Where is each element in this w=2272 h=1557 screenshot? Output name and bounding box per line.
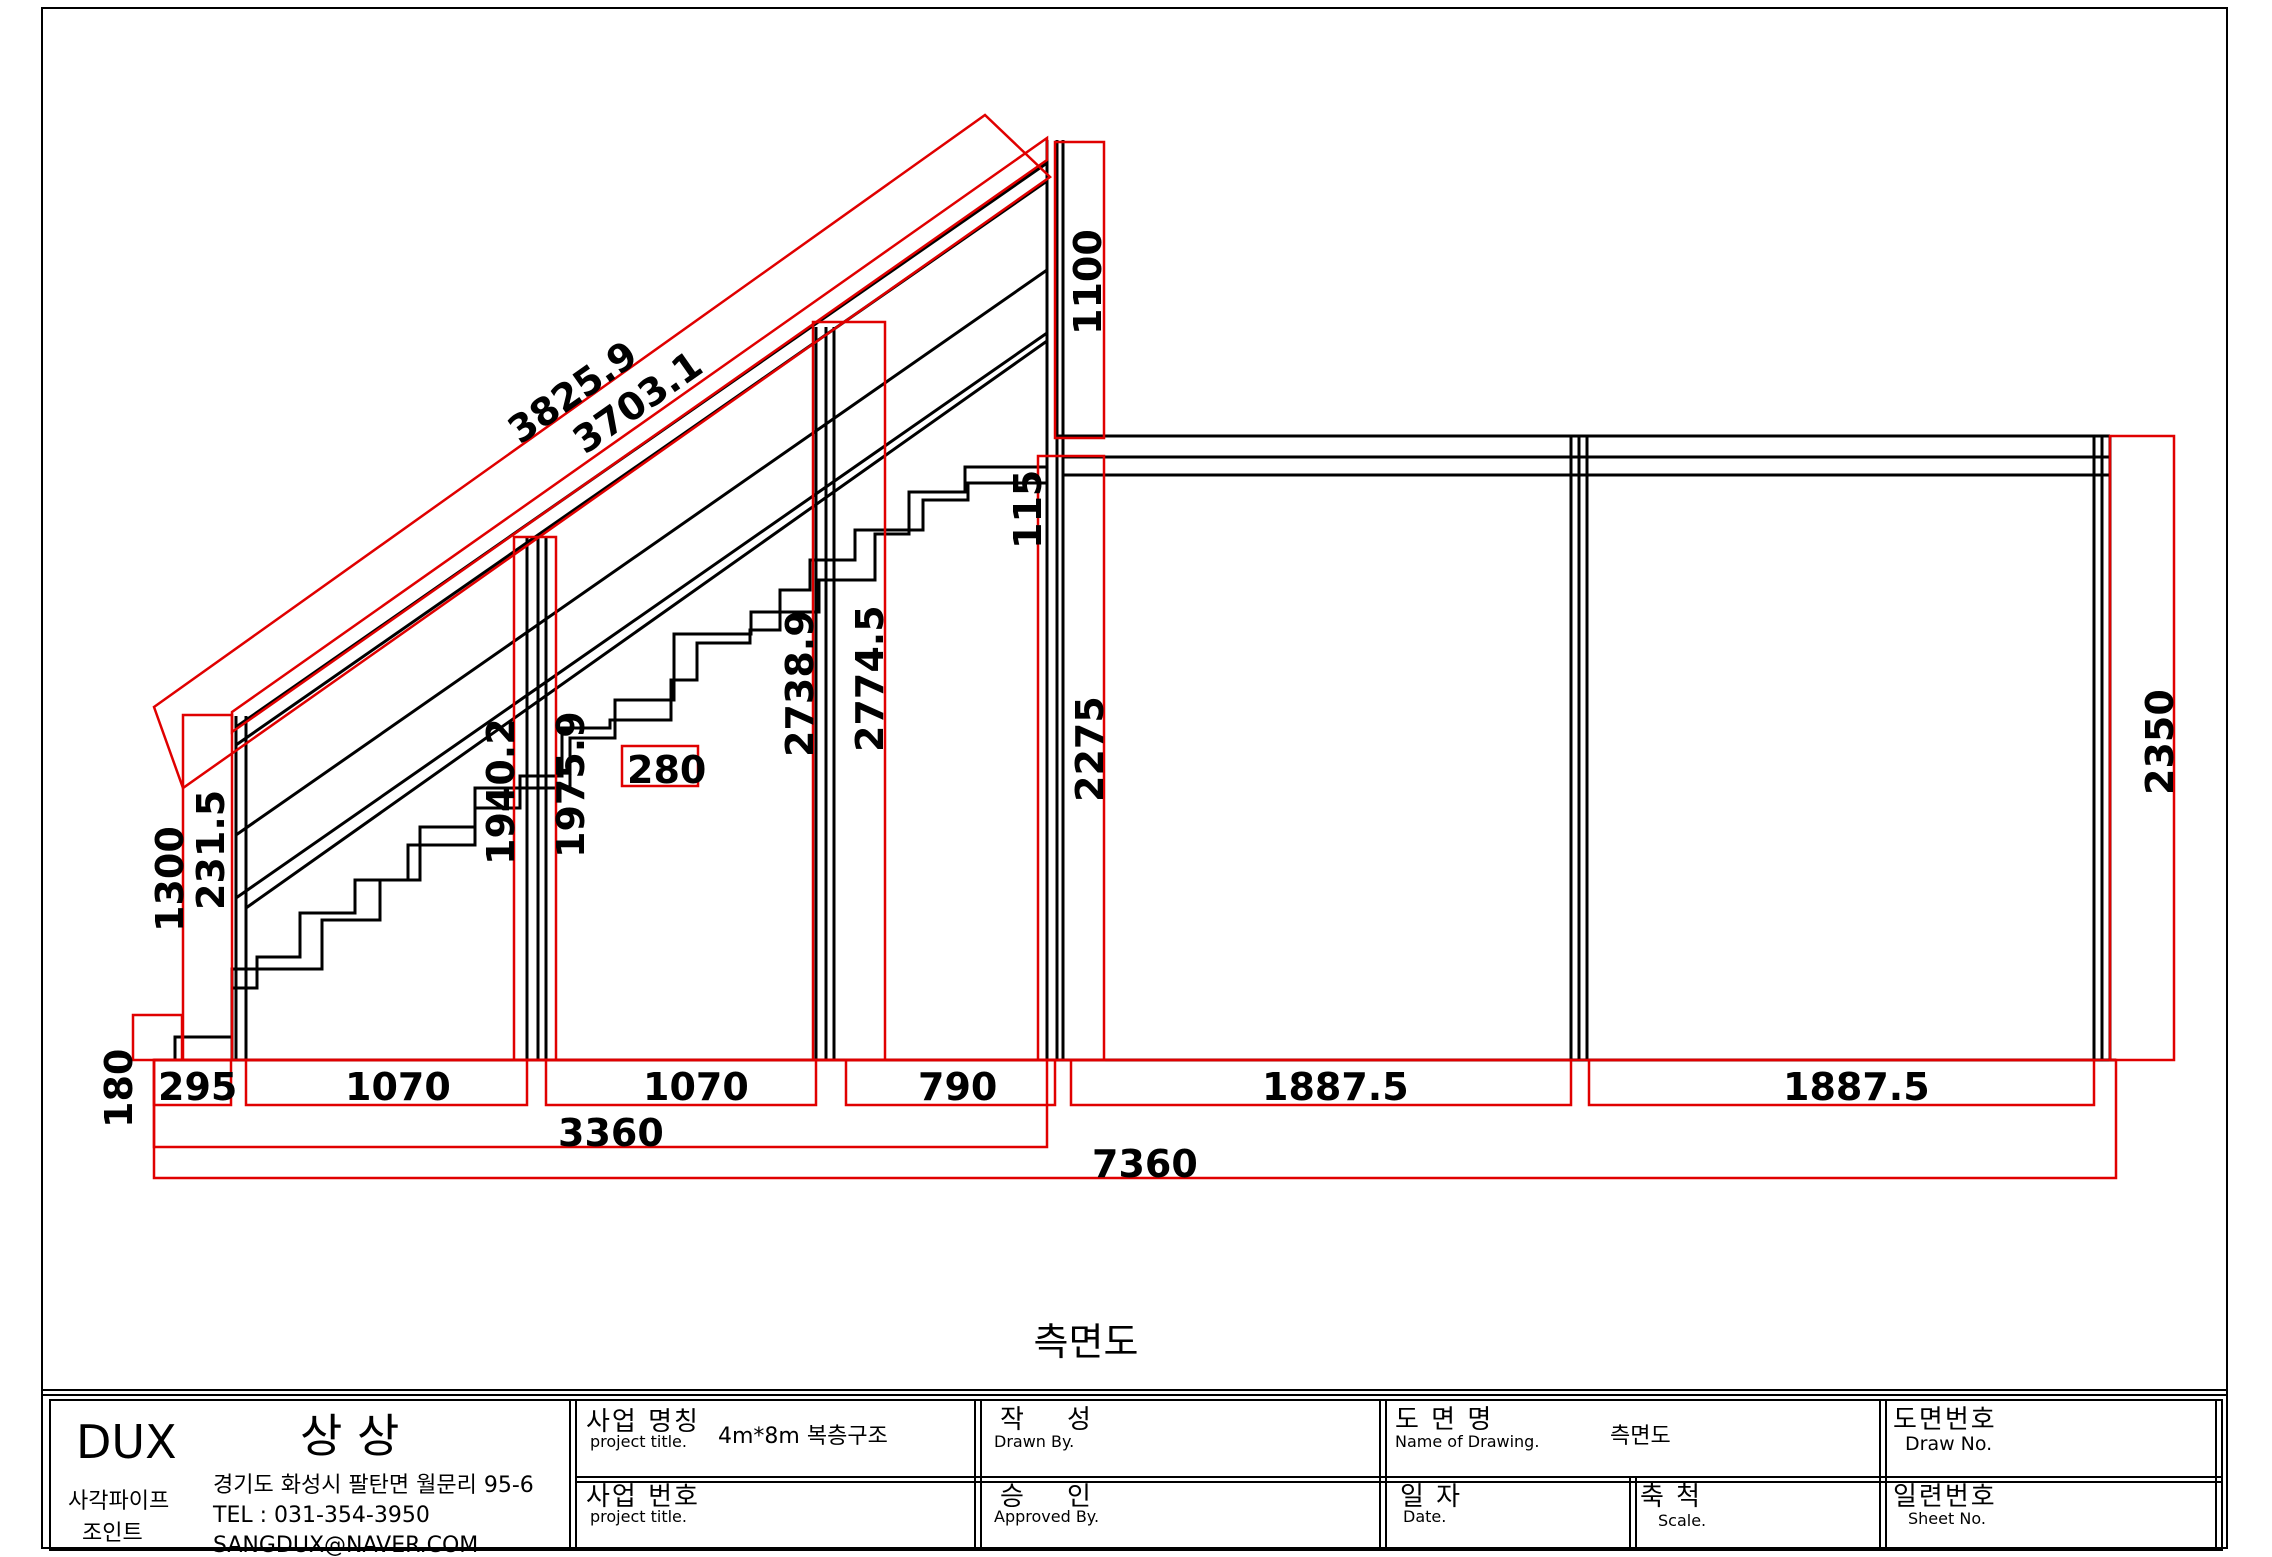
drawn-by-label: 작 성 <box>1000 1405 1093 1435</box>
product-line-2: 조인트 <box>82 1521 143 1546</box>
dimension-lines <box>131 113 2176 1180</box>
dim-7360: 7360 <box>1092 1142 1198 1186</box>
draw-no-sub: Draw No. <box>1905 1433 1992 1455</box>
title-block-text: DUX 상 상 사각파이프 조인트 경기도 화성시 팔탄면 월문리 95-6 T… <box>68 1405 1997 1557</box>
dim-1070-a: 1070 <box>345 1065 451 1109</box>
drawing-frame <box>41 7 2228 1549</box>
draw-no-label: 도면번호 <box>1893 1405 1997 1435</box>
scale-label: 축 척 <box>1640 1482 1702 1512</box>
drawing-name-value: 측면도 <box>1610 1424 1671 1449</box>
approved-by-label: 승 인 <box>1000 1482 1093 1512</box>
dim-1975: 1975.9 <box>549 711 593 858</box>
product-line-1: 사각파이프 <box>68 1489 169 1514</box>
dim-295: 295 <box>158 1065 237 1109</box>
dim-1070-b: 1070 <box>643 1065 749 1109</box>
date-sub: Date. <box>1403 1507 1446 1526</box>
date-label: 일 자 <box>1400 1482 1462 1512</box>
company-name: DUX <box>76 1415 177 1469</box>
dim-115: 115 <box>1006 470 1050 549</box>
scale-sub: Scale. <box>1658 1511 1706 1530</box>
dim-790: 790 <box>918 1065 997 1109</box>
drawing-caption: 측면도 <box>1034 1320 1139 1364</box>
project-no-label: 사업 번호 <box>586 1482 700 1512</box>
brand-name: 상 상 <box>300 1409 399 1463</box>
dim-3360: 3360 <box>558 1111 664 1155</box>
company-tel: TEL : 031-354-3950 <box>212 1503 430 1528</box>
dim-280: 280 <box>627 748 706 792</box>
dim-2738: 2738.9 <box>778 610 822 757</box>
project-name-sub: project title. <box>590 1432 687 1451</box>
dim-1940: 1940.2 <box>479 718 523 865</box>
dim-1100: 1100 <box>1066 229 1110 335</box>
dim-2774: 2774.5 <box>848 605 892 752</box>
dim-2350: 2350 <box>2138 689 2182 795</box>
dim-1300: 1300 <box>148 826 192 932</box>
company-address: 경기도 화성시 팔탄면 월문리 95-6 <box>213 1473 534 1498</box>
drawn-by-sub: Drawn By. <box>994 1432 1074 1451</box>
sheet-no-label: 일련번호 <box>1893 1482 1997 1512</box>
sheet-no-sub: Sheet No. <box>1908 1509 1986 1528</box>
drawing-name-sub: Name of Drawing. <box>1395 1432 1539 1451</box>
approved-by-sub: Approved By. <box>994 1507 1099 1526</box>
project-name-label: 사업 명칭 <box>586 1407 700 1437</box>
dim-2275: 2275 <box>1068 696 1112 802</box>
title-block <box>42 1389 2227 1551</box>
company-email: SANGDUX@NAVER.COM <box>213 1533 478 1557</box>
dim-231: 231.5 <box>189 790 233 910</box>
dim-1887-b: 1887.5 <box>1783 1065 1930 1109</box>
dim-1887-a: 1887.5 <box>1262 1065 1409 1109</box>
project-name-value: 4m*8m 복층구조 <box>718 1424 888 1449</box>
dimension-labels: 3825.9 3703.1 1100 115 2738.9 2774.5 227… <box>97 229 2182 1186</box>
drawing-name-label: 도 면 명 <box>1395 1405 1493 1435</box>
dim-180: 180 <box>97 1049 141 1128</box>
project-no-sub: project title. <box>590 1507 687 1526</box>
